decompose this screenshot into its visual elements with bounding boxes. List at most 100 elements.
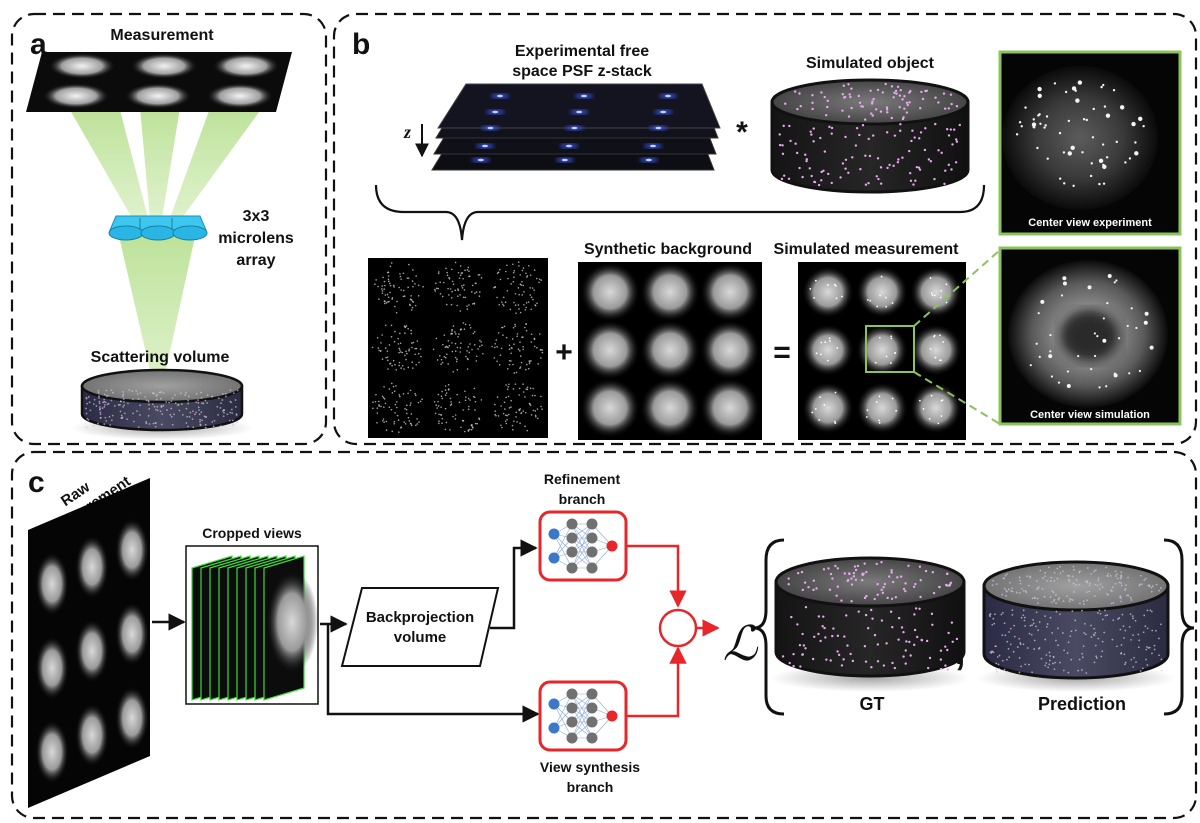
- sparse-dot: [446, 271, 448, 274]
- particle-dot: [832, 627, 835, 630]
- particle-dot: [794, 142, 797, 145]
- particle-dot: [909, 179, 913, 182]
- sparse-dot: [376, 412, 379, 414]
- sparse-dot: [410, 298, 412, 301]
- noise-dot: [1034, 597, 1036, 600]
- particle-dot: [942, 92, 946, 95]
- particle-dot: [863, 562, 866, 565]
- particle-dot: [884, 82, 887, 86]
- particle-dot: [887, 575, 891, 578]
- noise-dot: [1099, 583, 1102, 586]
- sparse-dot: [525, 329, 528, 332]
- sparse-dot: [400, 367, 402, 369]
- noise-dot: [199, 423, 202, 426]
- sparse-dot: [450, 401, 452, 403]
- particle-dot: [875, 108, 878, 111]
- noise-dot: [1049, 659, 1051, 662]
- sparse-dot: [434, 290, 437, 292]
- z-axis-label: z: [403, 122, 411, 142]
- sparse-dot: [510, 406, 512, 408]
- particle-dot: [930, 612, 934, 616]
- bright-spot: [1081, 151, 1084, 154]
- noise-dot: [99, 413, 102, 416]
- raw-blob: [35, 636, 69, 700]
- particle-dot: [803, 581, 807, 584]
- sparse-dot: [524, 411, 527, 414]
- sparse-dot: [437, 272, 440, 275]
- sparse-dot: [530, 333, 533, 335]
- simulated-dot: [824, 341, 827, 344]
- noise-dot: [1142, 631, 1145, 634]
- noise-dot: [1151, 585, 1154, 587]
- particle-dot: [830, 126, 834, 130]
- particle-dot: [793, 90, 797, 93]
- noise-dot: [1006, 640, 1009, 643]
- sparse-dot: [502, 412, 505, 415]
- sparse-dot: [417, 401, 420, 404]
- sparse-dot: [503, 325, 506, 328]
- bright-spot: [1105, 385, 1108, 388]
- particle-dot: [914, 179, 917, 182]
- sparse-dot: [407, 277, 410, 279]
- simulated-dot: [880, 275, 883, 278]
- sparse-dot: [388, 406, 391, 409]
- simulated-blob: [856, 266, 908, 318]
- noise-dot: [1149, 609, 1152, 612]
- noise-dot: [1130, 658, 1133, 661]
- bright-spot: [1105, 156, 1109, 159]
- sparse-dot: [500, 347, 503, 350]
- particle-dot: [783, 174, 786, 177]
- sparse-dot: [403, 295, 406, 297]
- sparse-dot: [451, 290, 453, 293]
- particle-dot: [864, 154, 867, 157]
- bright-spot: [1037, 114, 1040, 117]
- noise-dot: [155, 395, 158, 397]
- noise-dot: [1046, 623, 1049, 625]
- particle-dot: [901, 156, 904, 159]
- particle-dot: [805, 158, 808, 161]
- noise-dot: [1145, 648, 1148, 651]
- particle-dot: [886, 111, 889, 114]
- sparse-dot: [505, 396, 508, 399]
- noise-dot: [1008, 656, 1011, 659]
- particle-dot: [923, 148, 927, 152]
- particle-dot: [876, 593, 879, 596]
- sparse-dot: [471, 348, 473, 351]
- sparse-dot: [376, 421, 378, 424]
- sparse-dot: [444, 356, 447, 359]
- bright-spot: [1089, 174, 1093, 178]
- sparse-dot: [441, 397, 444, 400]
- sparse-dot: [474, 400, 477, 403]
- noise-dot: [87, 418, 90, 421]
- noise-dot: [181, 413, 184, 416]
- simulated-blob: [856, 382, 908, 434]
- particle-dot: [857, 610, 860, 613]
- sparse-dot: [401, 365, 404, 367]
- noise-dot: [1072, 582, 1075, 585]
- particle-dot: [918, 168, 922, 171]
- particle-dot: [943, 107, 947, 110]
- particle-dot: [919, 579, 922, 582]
- noise-dot: [206, 402, 209, 404]
- noise-dot: [1068, 600, 1071, 603]
- sparse-dot: [525, 272, 527, 275]
- noise-dot: [1099, 612, 1102, 615]
- sparse-dot: [474, 292, 476, 294]
- noise-dot: [119, 403, 121, 406]
- sparse-dot: [504, 414, 507, 416]
- sparse-dot: [383, 300, 386, 302]
- particle-dot: [870, 112, 873, 115]
- particle-dot: [780, 177, 784, 181]
- bright-spot: [1134, 151, 1139, 156]
- sparse-dot: [446, 346, 448, 348]
- sparse-dot: [471, 284, 474, 287]
- sparse-dot: [496, 396, 499, 398]
- noise-dot: [1119, 628, 1122, 631]
- noise-dot: [1051, 590, 1054, 593]
- particle-dot: [871, 617, 874, 620]
- particle-dot: [789, 139, 792, 143]
- noise-dot: [1055, 610, 1058, 613]
- particle-dot: [864, 183, 868, 186]
- noise-dot: [1158, 637, 1160, 640]
- sparse-dot: [399, 342, 402, 345]
